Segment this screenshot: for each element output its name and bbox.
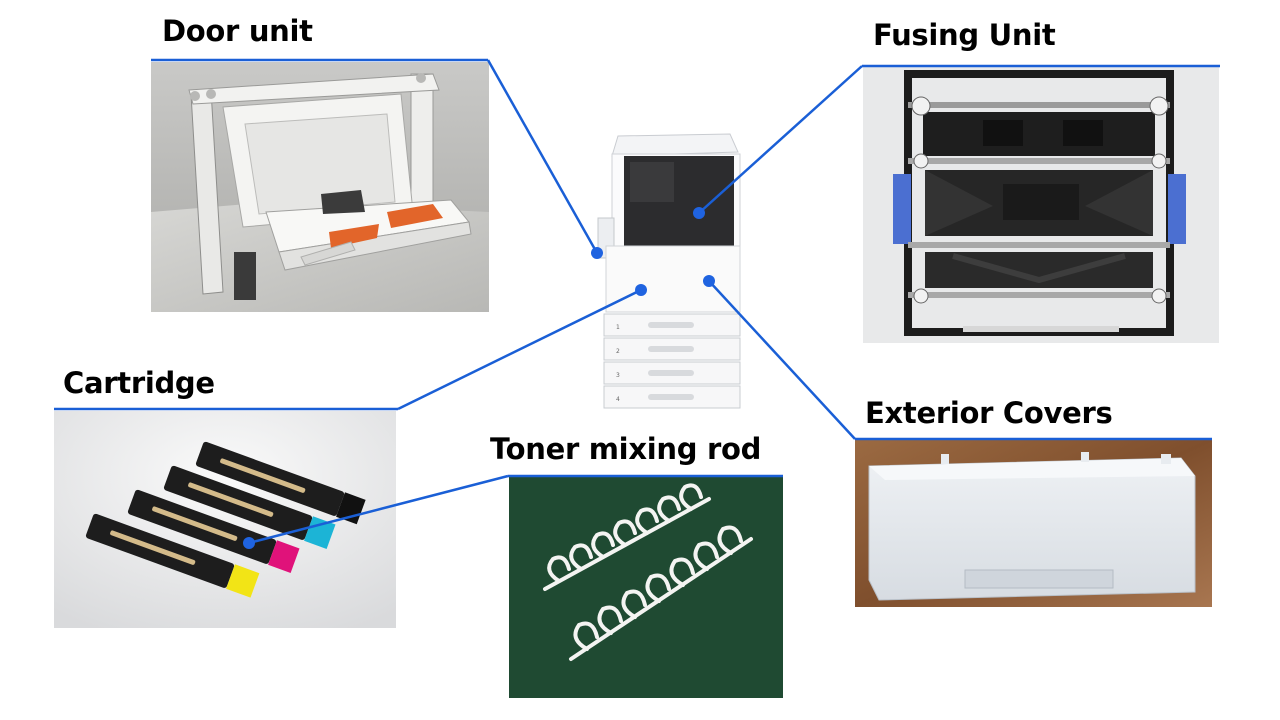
cartridge-label: Cartridge [63,366,215,400]
fusing-unit-connector [698,65,863,214]
toner-mixing-rod-photo [509,477,783,698]
fusing-unit-photo [863,66,1219,343]
tray-number-3: 3 [616,372,620,379]
door-unit-photo [151,62,489,312]
printer-image: 1 2 3 4 [588,126,748,412]
tray-number-1: 1 [616,324,620,331]
exterior-covers-photo [855,440,1212,607]
exterior-covers-marker [703,275,715,287]
door-unit-marker [591,247,603,259]
toner-mixing-rod-connector [248,474,509,545]
exterior-covers-label: Exterior Covers [865,396,1113,430]
fusing-unit-label: Fusing Unit [873,18,1056,52]
toner-mixing-rod-label: Toner mixing rod [490,432,762,466]
tray-number-2: 2 [616,348,620,355]
cartridge-connector [397,288,642,411]
toner-mixing-rod-marker [243,537,255,549]
door-unit-label: Door unit [162,14,313,48]
fusing-unit-marker [693,207,705,219]
cartridge-marker [635,284,647,296]
door-unit-connector [486,59,599,254]
tray-number-4: 4 [616,396,620,403]
exterior-covers-connector [708,280,856,440]
